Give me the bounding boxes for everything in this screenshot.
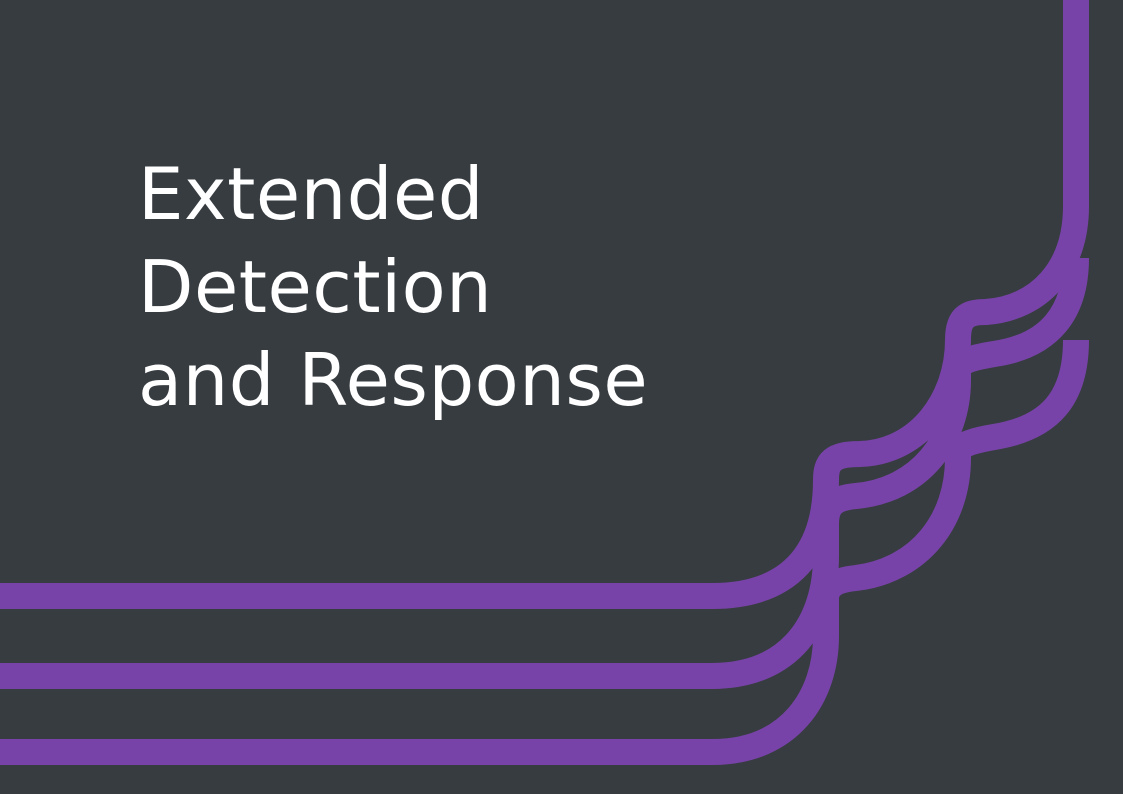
decor-line-2 [0,257,1089,689]
decor-line-1 [0,0,1089,609]
title-line-3: and Response [138,338,649,422]
decor-line-3 [0,339,1089,765]
page-title: Extended Detection and Response [138,148,648,427]
title-line-1: Extended [138,152,484,236]
title-line-2: Detection [138,245,493,329]
